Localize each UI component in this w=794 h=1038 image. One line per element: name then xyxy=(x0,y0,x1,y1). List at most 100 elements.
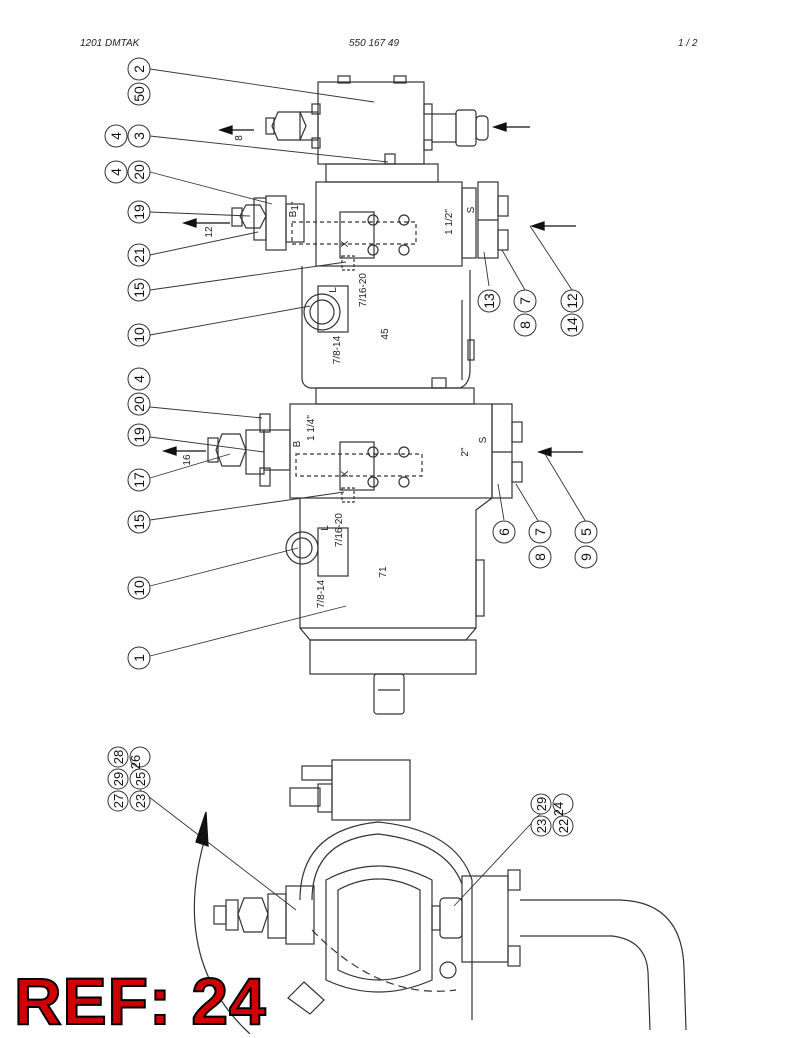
callout-26: 26 xyxy=(128,746,151,769)
arrow-label-12: 12 xyxy=(204,226,215,238)
header-center: 550 167 49 xyxy=(349,38,400,49)
callout-1: 1 xyxy=(127,646,151,670)
callout-3: 3 xyxy=(127,124,151,148)
svg-text:29: 29 xyxy=(111,772,126,786)
svg-text:27: 27 xyxy=(111,794,126,808)
callout-21: 21 xyxy=(127,243,151,267)
thread-l-upper: 7/8-14 xyxy=(332,335,343,364)
port-x-upper: X xyxy=(340,240,351,247)
svg-text:5: 5 xyxy=(578,528,594,536)
callout-20: 20 xyxy=(127,160,151,184)
svg-text:50: 50 xyxy=(131,86,147,102)
callout-8a: 8 xyxy=(513,313,537,337)
callout-22: 22 xyxy=(552,815,574,837)
svg-text:20: 20 xyxy=(131,396,147,412)
port-s-upper: S xyxy=(466,206,477,213)
flow-arrows xyxy=(161,122,583,847)
callout-25: 25 xyxy=(129,768,151,790)
size-b-lower: 1 1/4" xyxy=(306,415,317,441)
port-l-lower: L xyxy=(320,525,331,531)
svg-text:6: 6 xyxy=(496,528,512,536)
svg-text:2: 2 xyxy=(131,65,147,73)
callout-14: 14 xyxy=(560,313,584,337)
svg-text:25: 25 xyxy=(133,772,148,786)
callout-28: 28 xyxy=(107,746,129,768)
size-s-lower: 2" xyxy=(460,447,471,457)
callout-23a: 23 xyxy=(129,790,151,812)
upper-pump-section xyxy=(231,181,509,405)
size-s-upper: 1 1/2" xyxy=(444,209,455,235)
port-x-lower: X xyxy=(340,470,351,477)
callout-10: 10 xyxy=(127,323,151,347)
svg-text:13: 13 xyxy=(481,293,497,309)
svg-text:21: 21 xyxy=(131,247,147,263)
svg-text:8: 8 xyxy=(517,321,533,329)
callout-29a: 29 xyxy=(107,768,129,790)
callout-27: 27 xyxy=(107,790,129,812)
svg-text:4: 4 xyxy=(108,132,124,140)
arrow-label-16: 16 xyxy=(182,454,193,466)
port-b-lower: B xyxy=(292,440,303,447)
displacement-upper: 45 xyxy=(380,328,391,340)
callouts-end-view: 27 29 28 23 25 26 23 29 22 24 xyxy=(107,746,574,837)
callout-12: 12 xyxy=(560,289,584,313)
part-labels: 8 12 16 B X L 1" 1 1/2" S 7/16-20 7/8-14… xyxy=(182,135,489,608)
upper-top-valve-block xyxy=(265,75,489,183)
size-b-upper: 1" xyxy=(290,201,301,211)
callout-19b: 19 xyxy=(127,423,151,447)
callout-10b: 10 xyxy=(127,576,151,600)
port-l-upper: L xyxy=(328,287,339,293)
callout-17: 17 xyxy=(127,468,151,492)
callout-4c: 4 xyxy=(127,367,151,391)
svg-text:12: 12 xyxy=(564,293,580,309)
callout-19: 19 xyxy=(127,200,151,224)
port-s-lower: S xyxy=(478,436,489,443)
svg-text:10: 10 xyxy=(131,580,147,596)
svg-text:7: 7 xyxy=(532,528,548,536)
callout-4b: 4 xyxy=(104,160,128,184)
thread-l-lower: 7/8-14 xyxy=(316,579,327,608)
callout-9: 9 xyxy=(574,545,598,569)
callout-4a: 4 xyxy=(104,124,128,148)
svg-text:3: 3 xyxy=(131,132,147,140)
callout-7b: 7 xyxy=(528,520,552,544)
callout-50: 50 xyxy=(127,82,151,106)
header-page: 1 / 2 xyxy=(678,38,698,49)
svg-text:15: 15 xyxy=(131,514,147,530)
svg-text:28: 28 xyxy=(111,750,126,764)
svg-text:29: 29 xyxy=(534,797,549,811)
svg-text:26: 26 xyxy=(128,755,143,769)
svg-text:23: 23 xyxy=(534,819,549,833)
svg-text:15: 15 xyxy=(131,282,147,298)
port-b-upper: B xyxy=(288,210,299,217)
svg-text:4: 4 xyxy=(131,375,147,383)
svg-text:24: 24 xyxy=(551,802,566,816)
thread-upper: 7/16-20 xyxy=(358,273,369,307)
svg-text:22: 22 xyxy=(556,819,571,833)
svg-text:9: 9 xyxy=(578,553,594,561)
callout-24: 24 xyxy=(551,793,574,816)
svg-text:14: 14 xyxy=(564,317,580,333)
ref-label: REF: 24 xyxy=(13,964,267,1038)
svg-text:19: 19 xyxy=(131,427,147,443)
callout-7a: 7 xyxy=(513,289,537,313)
header-left: 1201 DMTAK xyxy=(80,38,140,49)
callout-15b: 15 xyxy=(127,510,151,534)
lower-pump-section xyxy=(207,403,523,715)
callout-5: 5 xyxy=(574,520,598,544)
callout-13: 13 xyxy=(477,289,501,313)
callouts-upper: 50 2 4 3 4 20 19 21 15 10 13 8 7 14 12 xyxy=(104,57,584,347)
displacement-lower: 71 xyxy=(378,566,389,578)
callout-8b: 8 xyxy=(528,545,552,569)
svg-text:1: 1 xyxy=(131,654,147,662)
svg-text:20: 20 xyxy=(131,164,147,180)
callout-23b: 23 xyxy=(530,815,552,837)
callout-20b: 20 xyxy=(127,392,151,416)
svg-text:17: 17 xyxy=(131,472,147,488)
svg-text:7: 7 xyxy=(517,297,533,305)
callout-15: 15 xyxy=(127,278,151,302)
pump-end-view xyxy=(193,759,687,1034)
svg-text:23: 23 xyxy=(133,794,148,808)
callout-2: 2 xyxy=(127,57,151,81)
